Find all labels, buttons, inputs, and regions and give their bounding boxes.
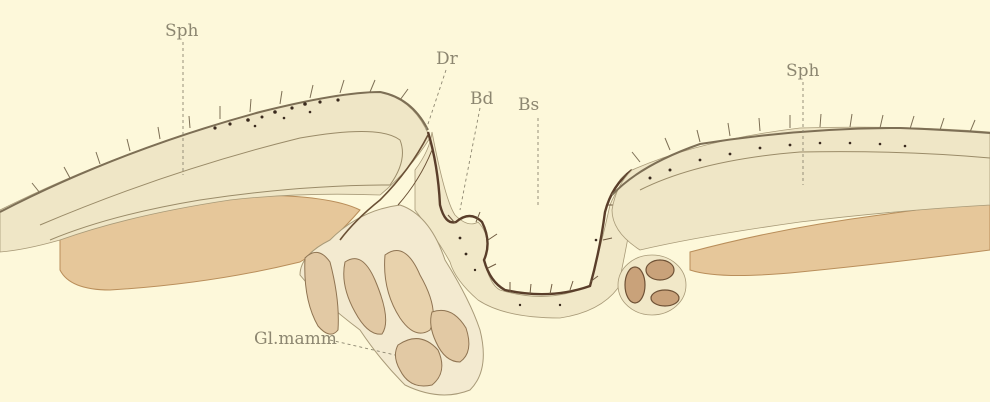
small-gland-body xyxy=(618,255,686,315)
small-body-lobe-2 xyxy=(646,260,674,280)
label-bd: Bd xyxy=(470,89,493,109)
leader-bd xyxy=(460,108,480,210)
small-body-lobe-1 xyxy=(625,267,645,303)
label-gl-mamm: Gl.mamm xyxy=(254,329,337,349)
leader-dr xyxy=(426,70,446,130)
small-body-lobe-3 xyxy=(651,290,679,306)
label-sph-left: Sph xyxy=(165,21,199,41)
right-skin-flap xyxy=(612,114,990,276)
label-dr: Dr xyxy=(436,49,459,69)
label-sph-right: Sph xyxy=(786,61,820,81)
label-bs: Bs xyxy=(518,95,539,115)
